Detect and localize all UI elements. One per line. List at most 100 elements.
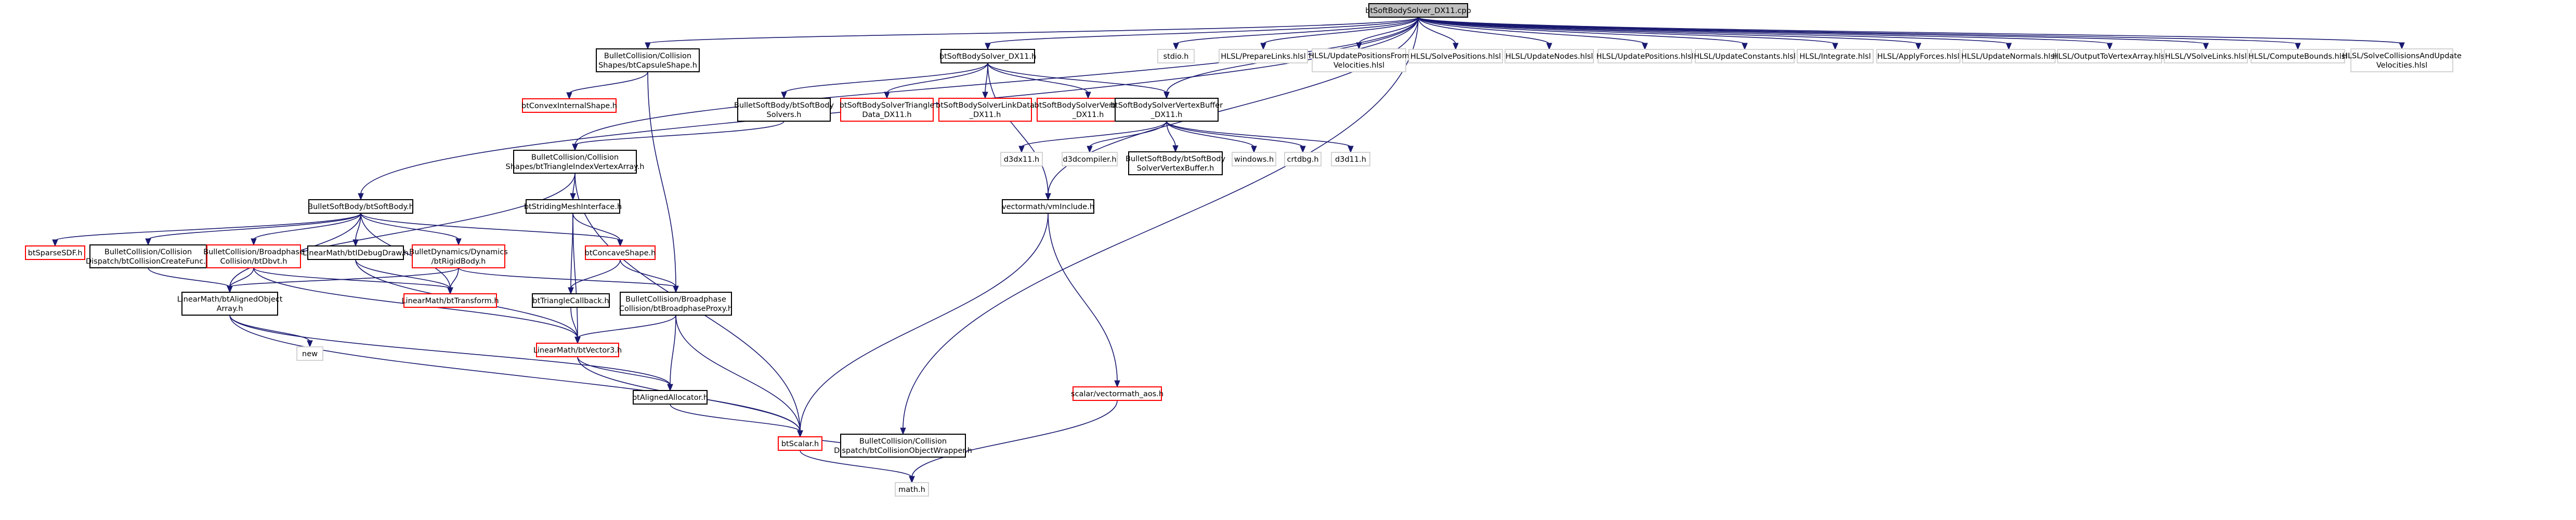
node-label: btSoftBodySolver_DX11.h [939, 53, 1036, 61]
node-label: btSoftBodySolverLinkData [936, 101, 1035, 110]
file-node-linksolverdata[interactable]: btSoftBodySolverLinkData_DX11.h [936, 98, 1035, 122]
file-node-dbvt[interactable]: BulletCollision/BroadphaseCollision/btDb… [203, 244, 304, 268]
file-node-broadphaseproxy[interactable]: BulletCollision/BroadphaseCollision/btBr… [619, 292, 733, 316]
edge-root-to-trianglevertexarray [572, 17, 1419, 151]
file-node-solververtexbufferh[interactable]: BulletSoftBody/btSoftBodySolverVertexBuf… [1126, 151, 1225, 175]
node-label: HLSL/PrepareLinks.hlsl [1221, 53, 1306, 61]
file-node-d3dcompiler[interactable]: d3dcompiler.h [1062, 152, 1118, 166]
file-node-softbody[interactable]: BulletSoftBody/btSoftBody.h [308, 199, 414, 214]
node-box [1797, 49, 1874, 63]
node-box [1284, 152, 1322, 166]
node-label: Shapes/btCapsuleShape.h [598, 61, 697, 70]
file-node-vectormath[interactable]: vectormath/vmInclude.h [1002, 199, 1094, 214]
node-box [296, 346, 323, 361]
edge-softbody-to-sparsesdf [52, 213, 361, 247]
edge-capsule-to-convexinternal [566, 71, 648, 100]
file-node-sparsesdf[interactable]: btSparseSDF.h [25, 245, 85, 260]
file-node-collisionobjectwrapper[interactable]: BulletCollision/CollisionDispatch/btColl… [834, 434, 972, 458]
file-node-hlsl-solvepositions[interactable]: HLSL/SolvePositions.hlsl [1408, 49, 1503, 63]
edge-softbody-to-collisioncreatefunc [145, 213, 361, 246]
file-node-hlsl-integrate[interactable]: HLSL/Integrate.hlsl [1797, 49, 1874, 63]
file-node-hlsl-computebounds[interactable]: HLSL/ComputeBounds.hlsl [2248, 49, 2348, 63]
file-node-stridingmesh[interactable]: btStridingMeshInterface.h [524, 199, 622, 214]
node-label: btSoftBodySolverVertexBuffer [1110, 101, 1223, 110]
edge-softbody-to-concaveshape [360, 213, 623, 247]
edge-vectormath-to-scalar [797, 213, 1049, 438]
node-label: BulletSoftBody/btSoftBody.h [308, 203, 414, 211]
edge-root-to-capsule [645, 17, 1419, 50]
node-label: BulletCollision/Collision [604, 52, 691, 60]
edge-alignedobjectarray-to-newh [229, 315, 313, 348]
file-node-hlsl-preparelinks[interactable]: HLSL/PrepareLinks.hlsl [1219, 49, 1308, 63]
file-node-hlsl-updatenormals[interactable]: HLSL/UpdateNormals.hlsl [1961, 49, 2057, 63]
file-node-vector3[interactable]: LinearMath/btVector3.h [533, 343, 622, 357]
file-node-capsule[interactable]: BulletCollision/CollisionShapes/btCapsul… [596, 48, 700, 72]
file-node-root[interactable]: btSoftBodySolver_DX11.cpp [1365, 3, 1471, 18]
edge-vertexbuffer-to-solververtexbufferh [1166, 121, 1179, 153]
node-box [412, 244, 505, 268]
node-label: BulletCollision/Collision [531, 153, 619, 162]
file-node-idebugdraw[interactable]: LinearMath/btIDebugDraw.h [303, 245, 409, 260]
file-node-transform[interactable]: LinearMath/btTransform.h [401, 293, 499, 308]
file-node-newh[interactable]: new [296, 346, 323, 361]
file-node-hlsl-applyforces[interactable]: HLSL/ApplyForces.hlsl [1876, 49, 1960, 63]
file-node-d3dx11[interactable]: d3dx11.h [1000, 152, 1043, 166]
file-node-mathh[interactable]: math.h [895, 482, 929, 497]
file-node-hlsl-updatenodes[interactable]: HLSL/UpdateNodes.hlsl [1505, 49, 1594, 63]
node-box [940, 49, 1035, 63]
node-label: Collision/btDbvt.h [220, 257, 287, 266]
node-box [206, 244, 301, 268]
file-node-hlsl-solvecollisions[interactable]: HLSL/SolveCollisionsAndUpdateVelocities.… [2342, 48, 2462, 72]
node-box [1128, 151, 1223, 175]
file-node-scalar[interactable]: btScalar.h [778, 436, 822, 451]
edge-vertexbuffer-to-crtdbg [1166, 121, 1306, 153]
node-box [2164, 49, 2248, 63]
file-node-hlsl-outputtovertex[interactable]: HLSL/OutputToVertexArray.hlsl [2052, 49, 2167, 63]
file-node-hlsl-updatepositions[interactable]: HLSL/UpdatePositions.hlsl [1596, 49, 1694, 63]
file-node-hlsl-updateconstants[interactable]: HLSL/UpdateConstants.hlsl [1694, 49, 1796, 63]
edge-vertexbuffer-to-d3dx11 [1018, 121, 1167, 153]
file-node-hlsl-vsolvelinks[interactable]: HLSL/VSolveLinks.hlsl [2164, 49, 2248, 63]
node-box [840, 98, 934, 122]
node-label: windows.h [1234, 155, 1274, 164]
file-node-crtdbg[interactable]: crtdbg.h [1284, 152, 1322, 166]
node-box [526, 199, 620, 214]
node-label: HLSL/VSolveLinks.hlsl [2165, 53, 2246, 61]
file-node-stdioh[interactable]: stdio.h [1157, 49, 1195, 63]
node-box [585, 245, 656, 260]
node-label: crtdbg.h [1287, 155, 1318, 164]
file-node-convexinternal[interactable]: btConvexInternalShape.h [521, 98, 617, 113]
file-node-trianglevertexarray[interactable]: BulletCollision/CollisionShapes/btTriang… [506, 150, 645, 174]
file-node-vertexbuffer[interactable]: btSoftBodySolverVertexBuffer_DX11.h [1110, 98, 1223, 122]
edge-concaveshape-to-trianglecallback [568, 259, 621, 295]
node-label: HLSL/ComputeBounds.hlsl [2248, 53, 2348, 61]
file-node-alignedallocator[interactable]: btAlignedAllocator.h [632, 390, 708, 405]
file-node-vectormathaos[interactable]: scalar/vectormath_aos.h [1071, 386, 1163, 401]
edge-concaveshape-to-broadphaseproxy [620, 259, 679, 293]
node-box [1876, 49, 1960, 63]
node-box [1157, 49, 1195, 63]
edge-vectormath-to-vectormathaos [1048, 213, 1120, 388]
edge-softbody-to-dbvt [251, 213, 361, 246]
node-box [1115, 98, 1219, 122]
node-box [1408, 49, 1503, 63]
node-label: btStridingMeshInterface.h [524, 203, 622, 211]
file-node-trianglecallback[interactable]: btTriangleCallback.h [532, 293, 610, 308]
node-label: Velocities.hlsl [2376, 61, 2427, 70]
file-node-windowsh[interactable]: windows.h [1232, 152, 1276, 166]
file-node-collisioncreatefunc[interactable]: BulletCollision/CollisionDispatch/btColl… [86, 244, 211, 268]
file-node-d3d11[interactable]: d3d11.h [1331, 152, 1370, 166]
edge-softbodysolvers-to-trianglevertexarray [572, 121, 784, 151]
node-box [1002, 199, 1094, 214]
node-box [25, 245, 85, 260]
edge-vertexbuffer-to-windowsh [1166, 121, 1257, 153]
file-node-rigidbody[interactable]: BulletDynamics/Dynamics/btRigidBody.h [409, 244, 508, 268]
file-node-solverdx11h[interactable]: btSoftBodySolver_DX11.h [939, 49, 1036, 63]
file-node-concaveshape[interactable]: btConcaveShape.h [585, 245, 656, 260]
node-box [1219, 49, 1308, 63]
